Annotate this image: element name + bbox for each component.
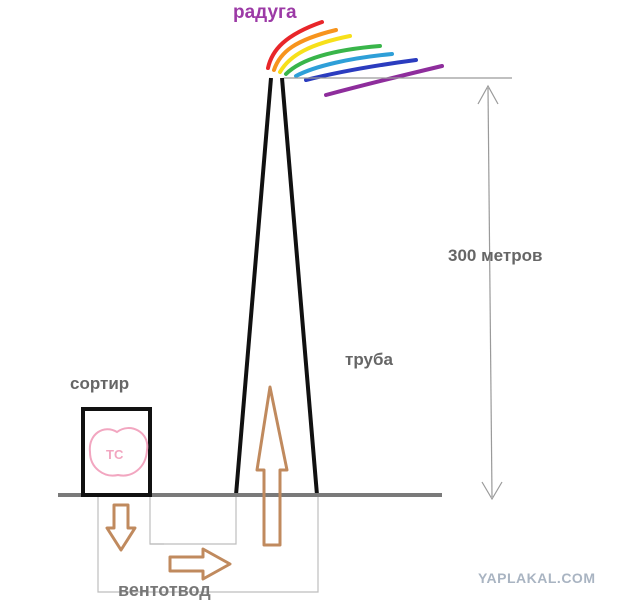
down-arrow-icon xyxy=(105,503,137,552)
vent-label: вентотвод xyxy=(118,580,211,600)
pipe xyxy=(234,77,319,496)
rainbow xyxy=(266,20,444,97)
up-arrow-icon xyxy=(255,385,289,547)
toilet-label: сортир xyxy=(70,374,130,393)
rainbow-band-orange xyxy=(272,28,338,72)
right-arrow-icon xyxy=(168,547,232,581)
rainbow-band-blue xyxy=(294,52,394,78)
pipe-label: труба xyxy=(345,350,393,369)
rainbow-band-green xyxy=(284,44,382,76)
vent-duct xyxy=(97,497,319,593)
rainbow-band-yellow xyxy=(278,34,352,74)
toilet-box xyxy=(81,407,152,497)
rainbow-band-violet xyxy=(324,64,444,97)
toilet-sign-label: ТС xyxy=(106,447,124,462)
height-dimension-arrow xyxy=(477,84,503,501)
rainbow-label: радуга xyxy=(233,2,297,23)
rainbow-band-red xyxy=(266,20,324,70)
height-label: 300 метров xyxy=(448,246,543,265)
toilet-sign-circle xyxy=(88,427,149,477)
watermark: YAPLAKAL.COM xyxy=(478,570,596,586)
